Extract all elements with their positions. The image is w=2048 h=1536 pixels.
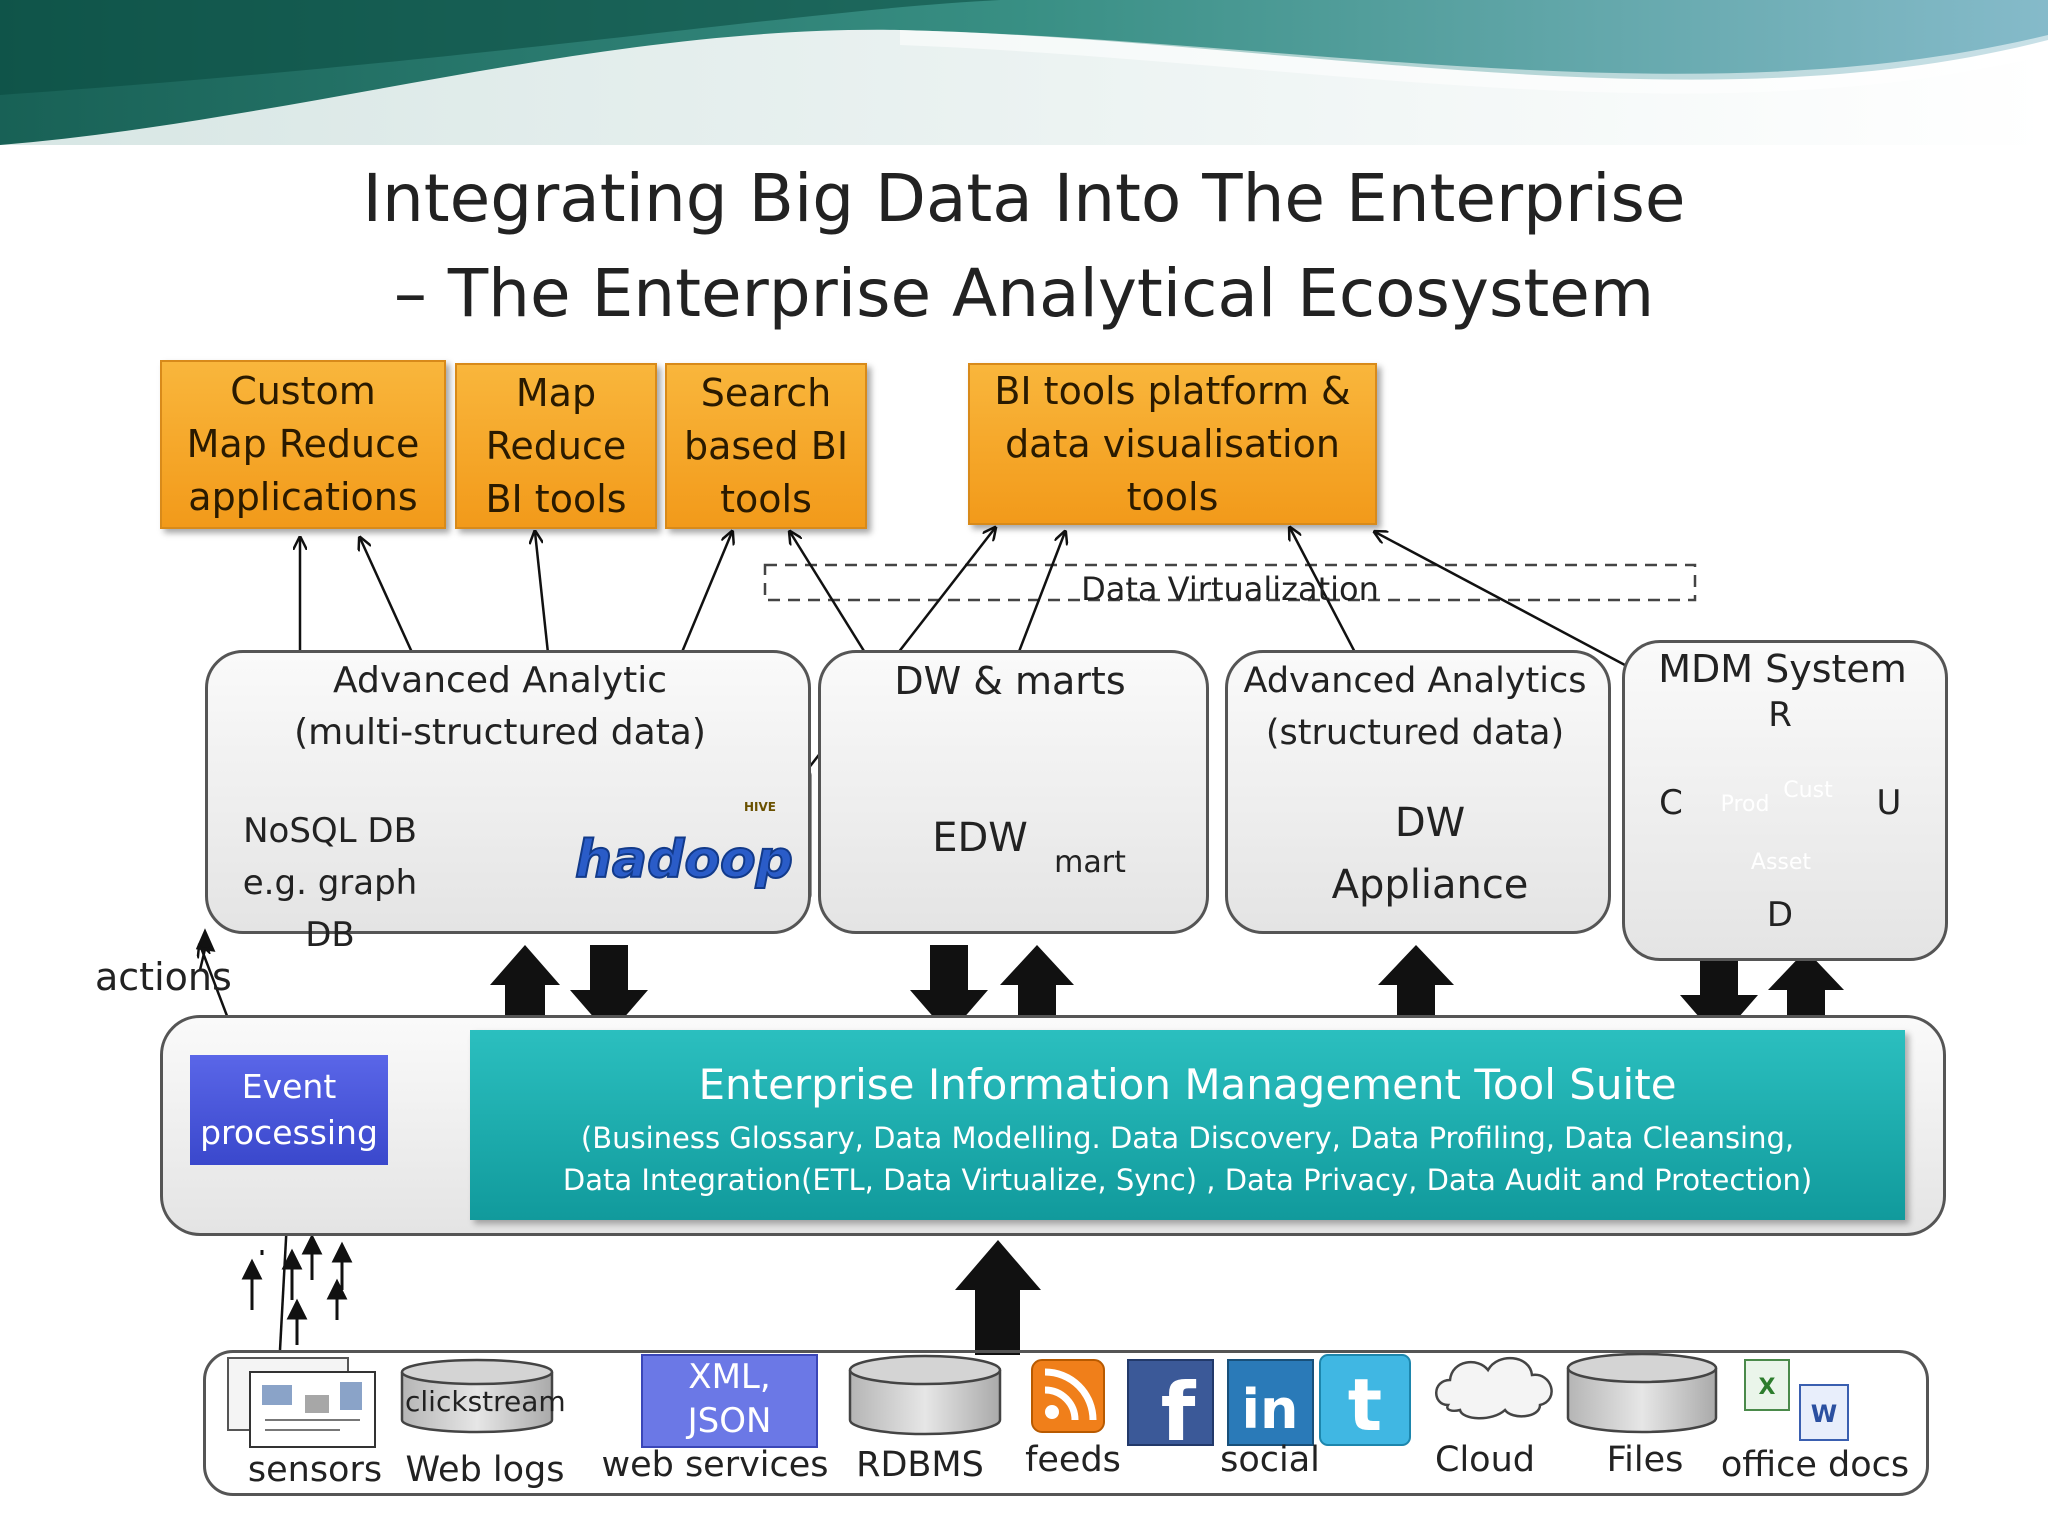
mdm-label: MDM System <box>1658 647 1907 691</box>
xml-json-box <box>641 1354 818 1448</box>
mapreduce-bi-box: Map Reduce BI tools <box>455 363 657 529</box>
eim-line-2: Data Integration(ETL, Data Virtualize, S… <box>562 1163 1813 1197</box>
eim-title: Enterprise Information Management Tool S… <box>698 1060 1677 1109</box>
search-bi-box: Search based BI tools <box>665 363 867 529</box>
svg-text:f: f <box>1161 1366 1197 1459</box>
data-virtualization-band <box>763 563 1697 602</box>
mdm-prod-label: Prod <box>1720 792 1770 817</box>
files-label: Files <box>1606 1440 1684 1480</box>
data-virtualization-label: Data Virtualization <box>1081 570 1379 608</box>
sources-container <box>203 1350 1929 1496</box>
rss-feed-icon <box>1031 1359 1105 1433</box>
advanced-structured-label: Advanced Analytics (structured data) <box>1243 661 1587 753</box>
svg-text:t: t <box>1348 1363 1382 1447</box>
mart-label: mart <box>1054 845 1126 880</box>
mdm-asset-label: Asset <box>1750 850 1812 875</box>
rdbms-cylinder <box>848 1354 1002 1436</box>
title-line-2: – The Enterprise Analytical Ecosystem <box>393 255 1655 332</box>
advanced-analytic-panel <box>205 650 811 934</box>
linkedin-icon: in <box>1227 1359 1314 1446</box>
xml-json-label: XML, JSON <box>687 1357 772 1441</box>
web-services-label: web services <box>601 1445 829 1485</box>
mdm-c-label: C <box>1659 783 1683 823</box>
mdm-r-label: R <box>1768 695 1792 735</box>
advanced-analytic-label: Advanced Analytic (multi-structured data… <box>294 660 706 753</box>
rdbms-label: RDBMS <box>856 1445 984 1485</box>
actions-label: actions <box>95 955 232 999</box>
hadoop-logo-text: hadoop <box>574 829 794 891</box>
cloud-label: Cloud <box>1435 1440 1535 1480</box>
sensors-label: sensors <box>247 1450 383 1490</box>
custom-mapreduce-box: Custom Map Reduce applications <box>160 360 446 529</box>
hive-label: HIVE <box>744 800 776 814</box>
web-logs-label: Web logs <box>405 1450 565 1490</box>
eim-line-1: (Business Glossary, Data Modelling. Data… <box>580 1121 1795 1155</box>
office-docs-label: office docs <box>1720 1445 1910 1485</box>
mdm-cust-label: Cust <box>1783 778 1833 803</box>
eim-tool-suite-box: Enterprise Information Management Tool S… <box>470 1030 1905 1220</box>
clickstream-cylinder <box>400 1358 554 1434</box>
clickstream-label: clickstream <box>405 1385 566 1418</box>
mdm-panel <box>1622 640 1948 961</box>
svg-text:W: W <box>1811 1400 1837 1428</box>
facebook-icon: f <box>1127 1359 1214 1459</box>
nosql-label: NoSQL DB e.g. graph DB <box>242 811 418 955</box>
advanced-structured-panel <box>1225 650 1611 934</box>
event-processing-box: Event processing <box>190 1055 388 1165</box>
dw-marts-panel <box>818 650 1209 934</box>
cloud-icon <box>1435 1356 1553 1420</box>
svg-text:in: in <box>1242 1378 1299 1441</box>
bi-platform-box: BI tools platform & data visualisation t… <box>968 363 1377 525</box>
files-cylinder <box>1566 1352 1718 1434</box>
twitter-icon: t <box>1319 1354 1411 1447</box>
sensor-arrows <box>195 928 353 1351</box>
header-swoosh <box>0 0 2048 145</box>
edw-label: EDW <box>932 815 1028 861</box>
mdm-d-label: D <box>1766 895 1794 935</box>
svg-text:X: X <box>1759 1375 1776 1400</box>
sensor-screens-icon <box>227 1357 376 1448</box>
mdm-u-label: U <box>1876 783 1902 823</box>
dw-appliance-label: DW Appliance <box>1331 800 1529 908</box>
dw-marts-label: DW & marts <box>894 659 1126 703</box>
feeds-label: feeds <box>1025 1440 1121 1480</box>
social-label: social <box>1220 1440 1320 1480</box>
office-docs-icon: X W <box>1744 1359 1849 1441</box>
title-line-1: Integrating Big Data Into The Enterprise <box>362 160 1686 237</box>
